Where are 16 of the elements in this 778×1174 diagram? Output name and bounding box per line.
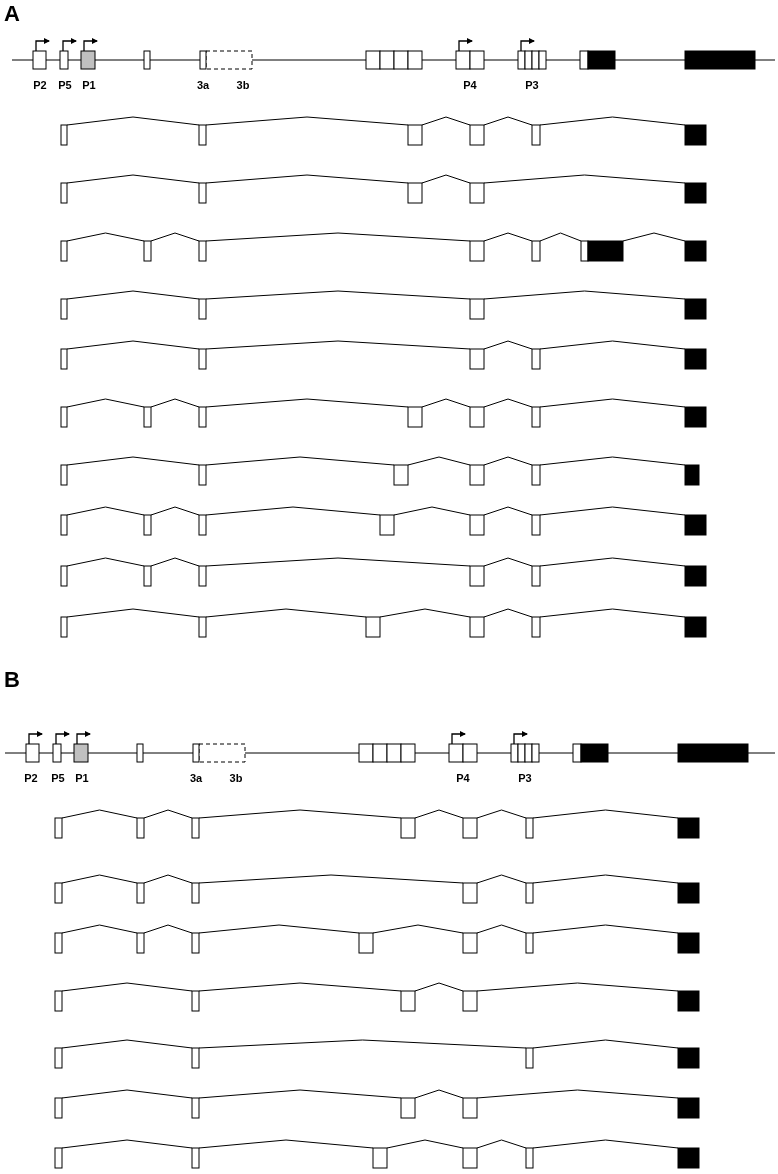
promoter-label: P4 bbox=[463, 79, 477, 91]
promoter-label: P3 bbox=[518, 772, 532, 784]
panel-letter: B bbox=[4, 668, 20, 692]
exon-label: 3b bbox=[236, 79, 250, 91]
promoter-label: P5 bbox=[58, 79, 72, 91]
exon-label: 3b bbox=[229, 772, 243, 784]
panel-letter: A bbox=[4, 2, 20, 26]
promoter-label: P3 bbox=[525, 79, 539, 91]
promoter-label: P1 bbox=[82, 79, 96, 91]
promoter-label: P1 bbox=[75, 772, 89, 784]
exon-label: 3a bbox=[196, 79, 210, 91]
exon-label: 3a bbox=[189, 772, 203, 784]
promoter-label: P2 bbox=[24, 772, 38, 784]
promoter-label: P5 bbox=[51, 772, 65, 784]
promoter-label: P4 bbox=[456, 772, 470, 784]
promoter-label: P2 bbox=[33, 79, 47, 91]
